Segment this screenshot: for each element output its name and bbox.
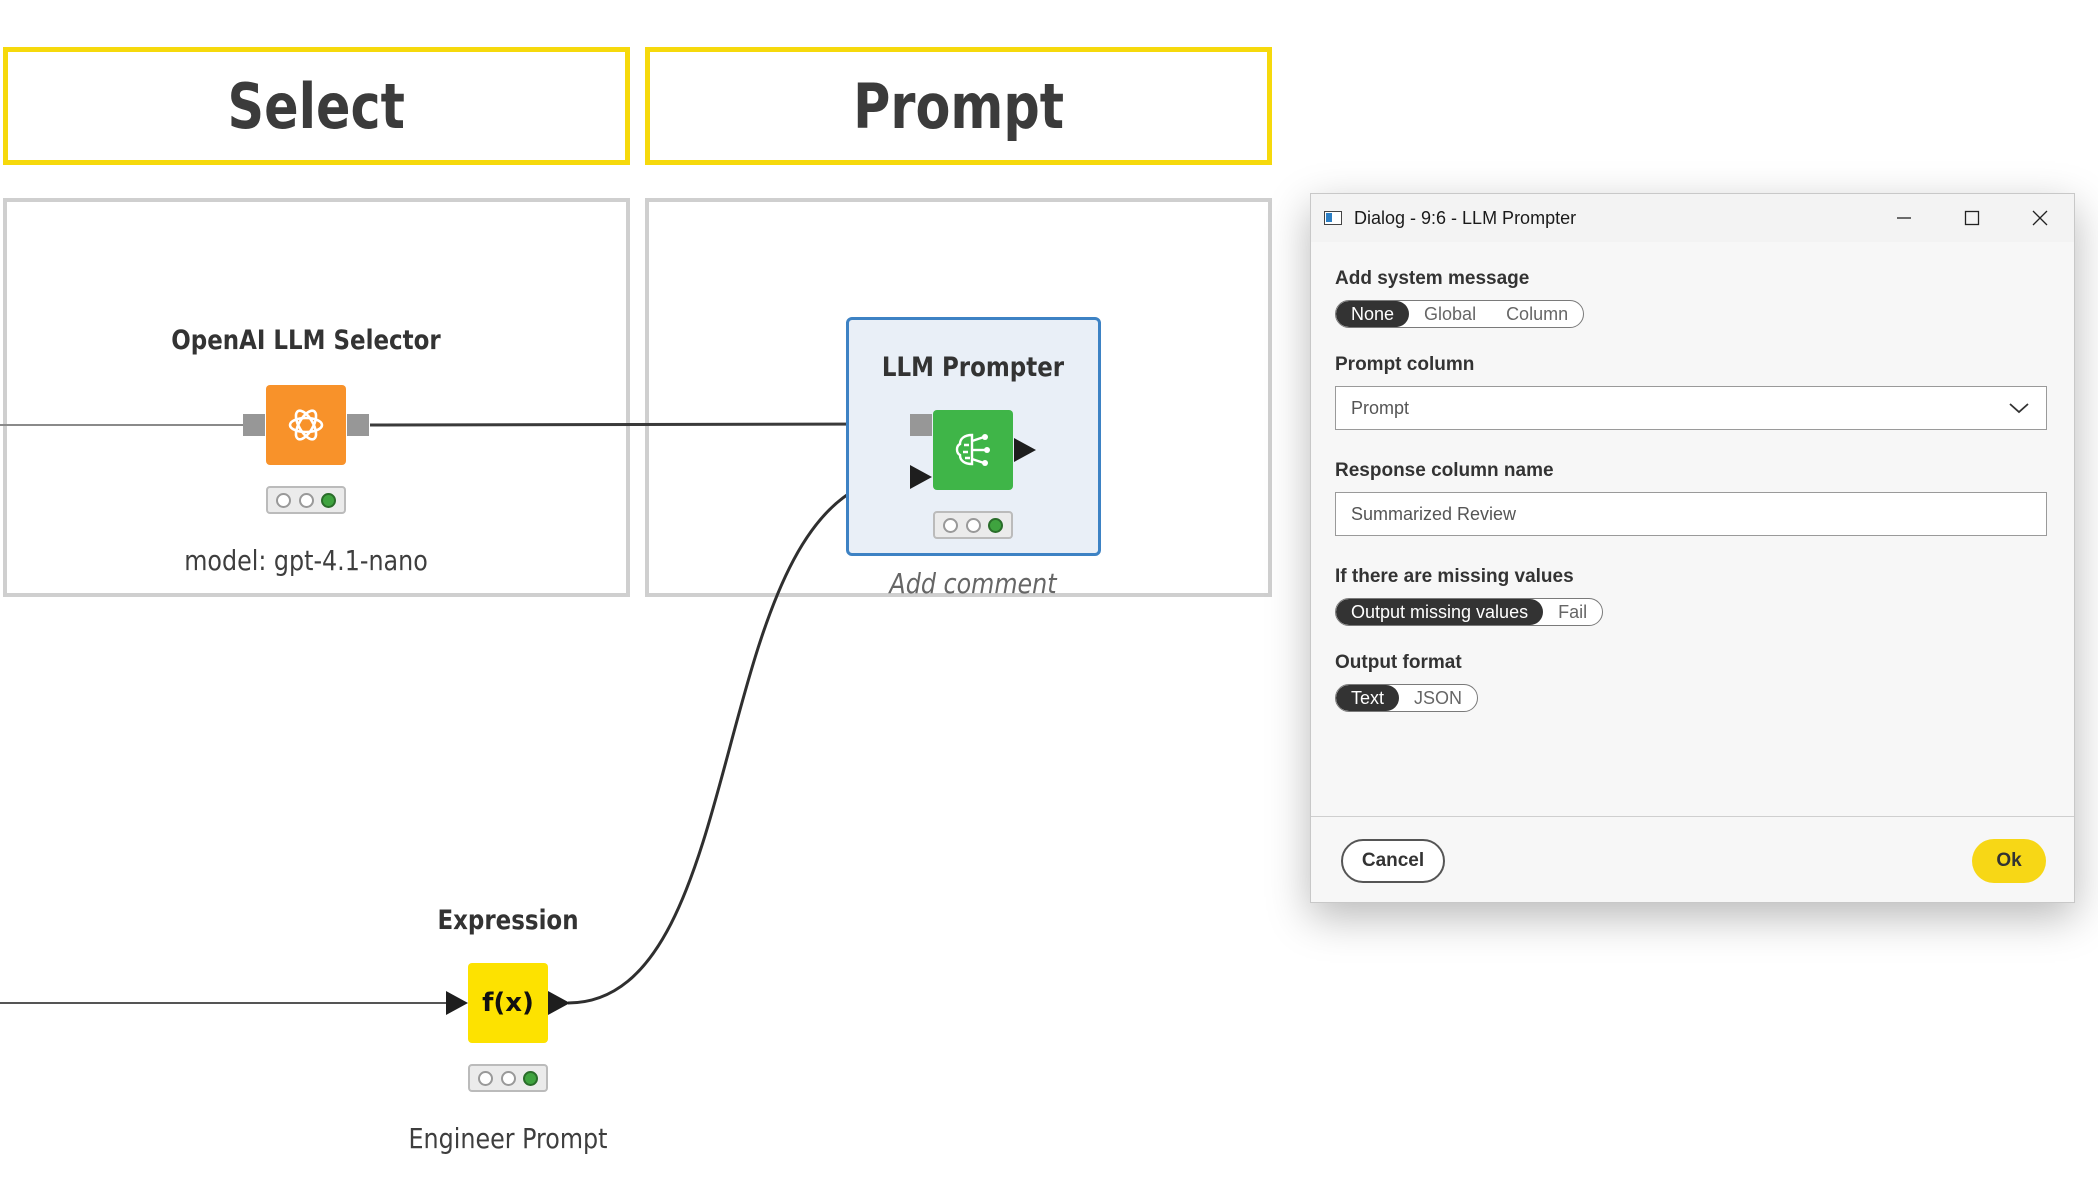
select-header-title: Select (227, 69, 406, 143)
dialog-footer: Cancel Ok (1311, 816, 2074, 902)
expression-status-lights (468, 1064, 548, 1092)
system-message-toggle: None Global Column (1335, 300, 1585, 328)
response-column-label: Response column name (1335, 460, 1554, 481)
prompter-add-comment[interactable]: Add comment (889, 567, 1057, 600)
prompter-table-input-port[interactable] (910, 465, 934, 489)
window-app-icon (1324, 211, 1342, 225)
workflow-connections (0, 422, 913, 1005)
status-light-yellow (965, 517, 981, 533)
prompt-column-label: Prompt column (1335, 354, 1475, 375)
system-message-option-column[interactable]: Column (1506, 303, 1569, 324)
cancel-button[interactable]: Cancel (1341, 839, 1445, 883)
output-format-toggle: Text JSON (1335, 684, 1479, 712)
status-light-red (275, 492, 291, 508)
select-header-box[interactable]: Select (3, 47, 630, 165)
close-icon (2032, 210, 2048, 226)
minimize-button[interactable] (1870, 194, 1938, 242)
connection-expression-to-prompter (567, 474, 913, 1005)
connection-selector-to-prompter (369, 422, 911, 427)
prompt-header-box[interactable]: Prompt (645, 47, 1272, 165)
status-light-red (477, 1070, 493, 1086)
system-message-option-none[interactable]: None (1336, 301, 1410, 327)
minimize-icon (1897, 217, 1911, 219)
missing-values-label: If there are missing values (1335, 566, 1574, 587)
maximize-icon (1964, 210, 1980, 226)
chevron-down-icon (2009, 403, 2029, 414)
llm-prompter-label: LLM Prompter (881, 352, 1065, 383)
missing-values-toggle: Output missing values Fail (1335, 598, 1604, 626)
prompter-model-input-port[interactable] (910, 414, 932, 436)
llm-prompter-dialog: Dialog - 9:6 - LLM Prompter Add system m… (1310, 193, 2075, 903)
dialog-form: Add system message None Global Column Pr… (1311, 242, 2074, 712)
maximize-button[interactable] (1938, 194, 2006, 242)
expression-output-port[interactable] (548, 991, 572, 1015)
prompter-status-lights (933, 511, 1013, 539)
dialog-title: Dialog - 9:6 - LLM Prompter (1354, 207, 1577, 228)
status-light-yellow (500, 1070, 516, 1086)
system-message-label: Add system message (1335, 268, 1530, 289)
expression-input-port[interactable] (446, 991, 470, 1015)
close-button[interactable] (2006, 194, 2074, 242)
output-format-option-text[interactable]: Text (1336, 685, 1400, 711)
status-light-yellow (298, 492, 314, 508)
openai-selector-node[interactable] (266, 385, 346, 465)
openai-selector-label: OpenAI LLM Selector (171, 325, 441, 356)
openai-icon (288, 409, 324, 441)
status-light-green (321, 492, 337, 508)
status-light-green (523, 1070, 539, 1086)
selector-status-lights (266, 486, 346, 514)
prompt-column-dropdown[interactable]: Prompt (1335, 386, 2047, 430)
dialog-titlebar[interactable]: Dialog - 9:6 - LLM Prompter (1311, 194, 2074, 242)
expression-caption[interactable]: Engineer Prompt (408, 1122, 608, 1155)
response-column-value: Summarized Review (1351, 503, 1517, 524)
expression-node[interactable]: f(x) (468, 963, 548, 1043)
response-column-input[interactable]: Summarized Review (1335, 492, 2047, 536)
status-light-red (942, 517, 958, 533)
ok-button[interactable]: Ok (1972, 839, 2046, 883)
expression-label: Expression (437, 905, 579, 936)
output-format-option-json[interactable]: JSON (1414, 687, 1463, 708)
prompt-column-value: Prompt (1351, 397, 1410, 418)
missing-values-option-output[interactable]: Output missing values (1336, 599, 1544, 625)
selector-output-port[interactable] (347, 414, 369, 436)
prompt-header-title: Prompt (853, 69, 1064, 143)
llm-prompter-node[interactable] (933, 410, 1013, 490)
system-message-option-global[interactable]: Global (1424, 303, 1477, 324)
prompter-output-port[interactable] (1014, 438, 1038, 462)
openai-selector-caption[interactable]: model: gpt-4.1-nano (184, 544, 428, 577)
function-icon: f(x) (482, 988, 534, 1018)
brain-network-icon (955, 433, 990, 466)
missing-values-option-fail[interactable]: Fail (1558, 601, 1588, 622)
selector-input-port[interactable] (243, 414, 265, 436)
status-light-green (988, 517, 1004, 533)
output-format-label: Output format (1335, 652, 1462, 673)
